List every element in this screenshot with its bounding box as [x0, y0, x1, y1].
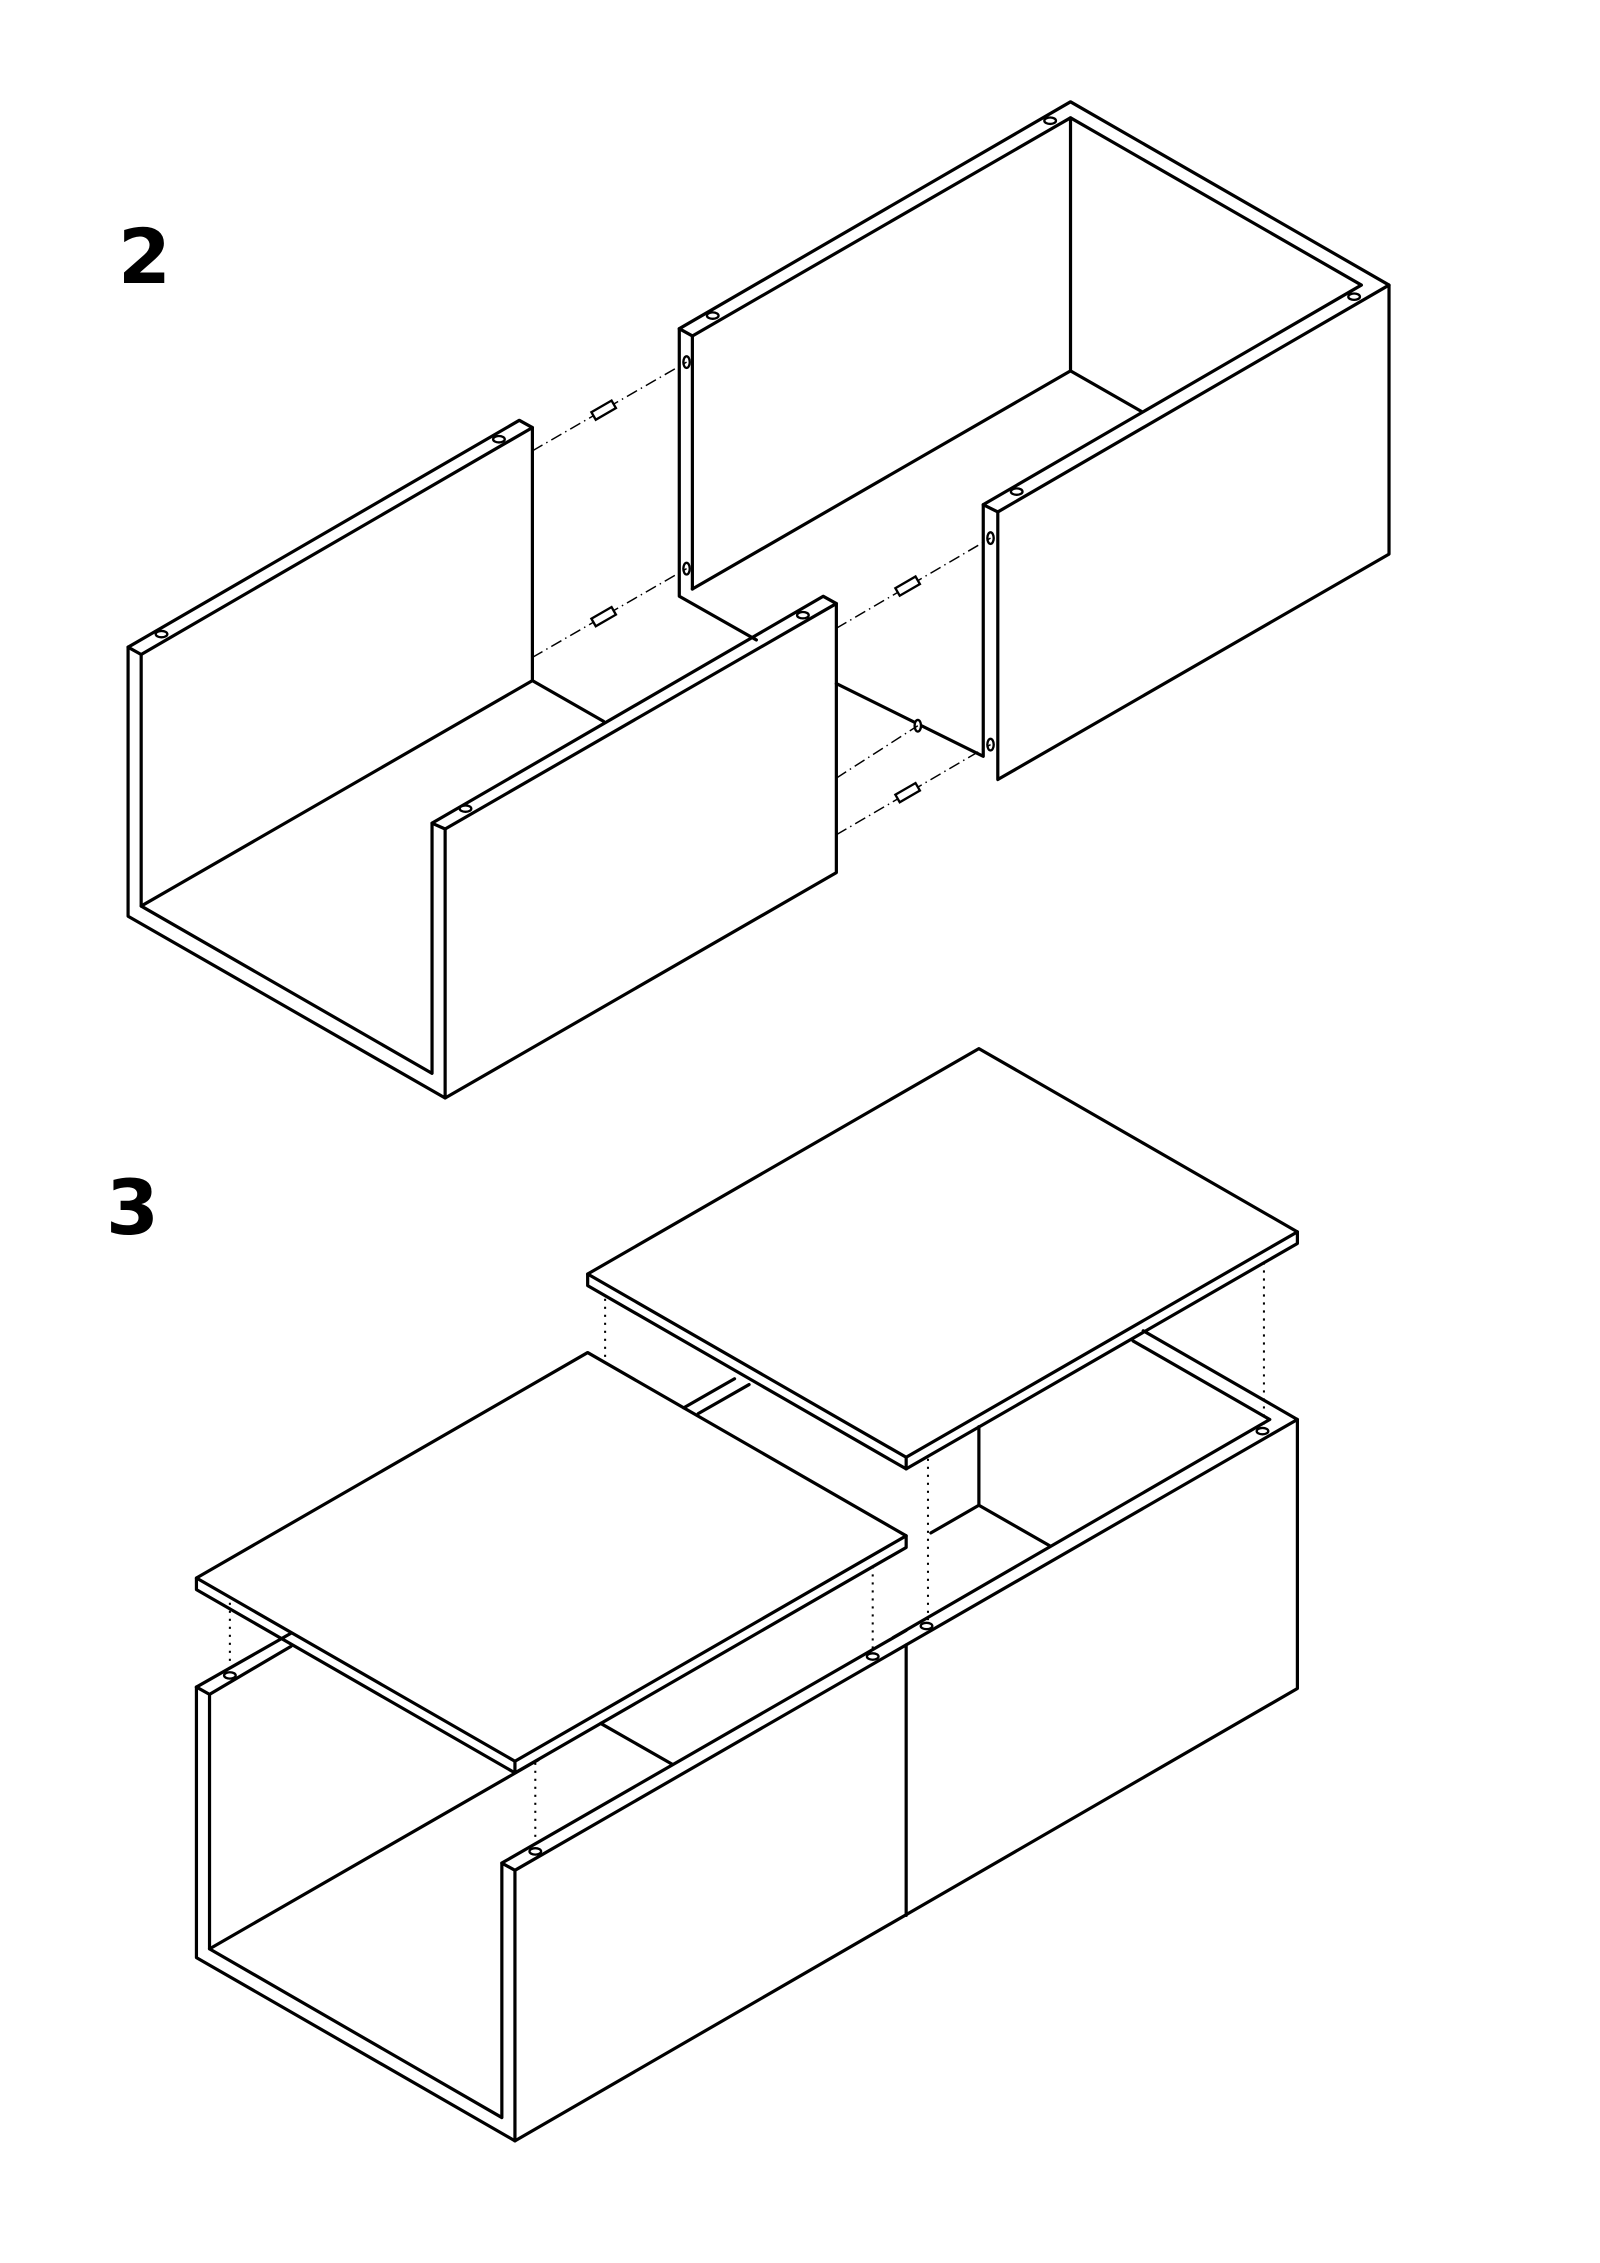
step3-top-panel-right: [586, 1047, 1299, 1471]
step2-left-unit: [126, 418, 838, 1100]
dowel-icon: [893, 574, 922, 598]
dowel-icon: [893, 781, 922, 804]
alignment-guides: [228, 1262, 1265, 1845]
step-number-2: 2: [118, 212, 171, 301]
step-number-3: 3: [106, 1163, 159, 1252]
step2-right-unit: [677, 100, 1391, 782]
dowel-icon: [589, 398, 618, 422]
step3-cabinet: [194, 1329, 1299, 2143]
dowels: [532, 361, 991, 836]
dowel-icon: [589, 605, 618, 628]
step3-top-panel-left: [194, 1350, 908, 1775]
